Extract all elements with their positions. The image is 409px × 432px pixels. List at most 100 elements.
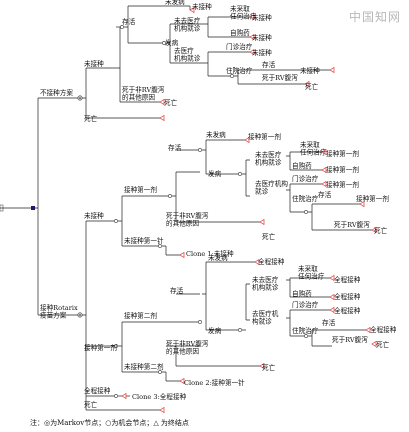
branch-label: 门诊治疗: [292, 174, 319, 183]
tree-labels: 不接种方案接种Rotarix疫苗方案未接种死亡存活死于非RV腹泻的其他原因死亡未…: [40, 0, 397, 409]
branch-label: 的其他原因: [166, 219, 199, 228]
terminal-node-icon: [159, 406, 165, 414]
terminal-node-icon: [321, 148, 327, 156]
branch-label: 死于非RV腹泻: [122, 85, 165, 94]
branch-label: 全程接种: [334, 292, 361, 301]
branch-line: [35, 97, 80, 316]
terminal-node-icon: [259, 362, 265, 370]
terminal-node-icon: [371, 226, 377, 234]
terminal-node-icon: [329, 274, 335, 282]
branch-line: [82, 67, 160, 119]
terminal-node-icon: [249, 48, 255, 56]
terminal-node-icon: [179, 251, 185, 259]
terminal-node-icon: [329, 306, 335, 314]
chance-node-icon: [238, 172, 242, 176]
branch-label: 未采取: [300, 140, 320, 149]
branch-label: 未去医疗: [252, 275, 279, 284]
markov-node-inner-icon: [78, 96, 82, 100]
branch-label: 未采取: [298, 264, 318, 273]
chance-node-icon: [120, 25, 124, 29]
branch-label: 的其他原因: [166, 347, 199, 356]
branch-line: [160, 5, 191, 10]
branch-label: 就诊: [255, 187, 269, 196]
branch-label: 住院治疗: [292, 194, 319, 203]
branch-label: 未接种第二剂: [124, 362, 164, 371]
branch-label: 死于RV腹泻: [262, 73, 298, 82]
chance-node-icon: [162, 41, 166, 45]
branch-label: 自购药: [292, 289, 312, 298]
branch-label: 发病: [208, 326, 222, 335]
branch-line: [82, 220, 160, 411]
branch-label: Clone 3:全程接种: [132, 392, 187, 401]
branch-label: 全程接种: [258, 257, 285, 266]
branch-label: 死亡: [305, 82, 319, 91]
terminal-node-icon: [159, 114, 165, 122]
branch-label: 未接种: [252, 33, 272, 42]
chance-node-icon: [230, 74, 234, 78]
chance-node-icon: [114, 219, 118, 223]
branch-label: 死亡: [376, 340, 390, 349]
branch-line: [286, 151, 322, 171]
terminal-node-icon: [244, 136, 250, 144]
tree-nodes: [0, 6, 377, 414]
branch-label: 接种第一剂: [84, 343, 117, 352]
branch-line: [176, 139, 245, 175]
tree-connector-lines: [0, 5, 372, 411]
terminal-node-icon: [249, 13, 255, 21]
branch-label: 存活: [262, 60, 276, 69]
branch-line: [166, 345, 260, 367]
chance-node-icon: [198, 148, 202, 152]
branch-line: [286, 309, 330, 337]
branch-line: [172, 171, 260, 223]
branch-label: 机构就诊: [252, 283, 279, 292]
branch-label: 未接种: [252, 48, 272, 57]
branch-line: [162, 245, 180, 256]
chance-node-icon: [114, 344, 118, 348]
branch-line: [286, 277, 330, 298]
branch-label: 死亡: [262, 363, 276, 372]
branch-label: 死亡: [84, 400, 98, 409]
chance-node-icon: [114, 394, 118, 398]
footnote: 注：◎为Markov节点；○为机会节点；△ 为终结点: [30, 419, 189, 427]
branch-label: 自购药: [230, 28, 250, 37]
branch-label: 机构就诊: [255, 158, 282, 167]
branch-label: 存活: [168, 143, 182, 152]
chance-node-icon: [158, 244, 162, 248]
branch-label: 自购药: [292, 161, 312, 170]
branch-label: 接种第一剂: [326, 149, 359, 158]
branch-line: [116, 26, 122, 103]
branch-line: [308, 329, 366, 347]
branch-label: 存活: [322, 318, 336, 327]
branch-line: [242, 283, 250, 331]
branch-line: [118, 195, 170, 247]
branch-label: 接种第一剂: [248, 132, 281, 141]
terminal-node-icon: [259, 218, 265, 226]
chance-node-icon: [198, 320, 202, 324]
markov-node-inner-icon: [78, 313, 82, 317]
branch-label: 住院治疗: [292, 326, 319, 335]
root-box-icon: [0, 204, 4, 212]
branch-label: Clone 1:未接种: [186, 249, 234, 258]
branch-label: 构就诊: [252, 317, 272, 326]
branch-line: [166, 23, 204, 64]
branch-label: 全程接种: [334, 275, 361, 284]
branch-label: 存活: [318, 190, 332, 199]
terminal-node-icon: [371, 340, 377, 348]
branch-line: [204, 51, 250, 77]
terminal-node-icon: [329, 66, 335, 74]
branch-label: 任何治疗: [298, 272, 325, 281]
branch-label: 去医疗机构: [255, 179, 288, 188]
branch-label: Clone 2:接种第一针: [184, 378, 245, 387]
branch-label: 存活: [122, 17, 136, 26]
chance-node-icon: [168, 194, 172, 198]
terminal-node-icon: [359, 200, 365, 208]
branch-label: 全程接种: [370, 325, 397, 334]
branch-label: 发病: [208, 169, 222, 178]
branch-label: 接种第二剂: [124, 311, 157, 320]
branch-label: 未接种: [84, 59, 104, 68]
terminal-node-icon: [121, 392, 127, 400]
terminal-node-icon: [365, 326, 371, 334]
branch-label: 门诊治疗: [292, 300, 319, 309]
branch-line: [162, 371, 180, 382]
